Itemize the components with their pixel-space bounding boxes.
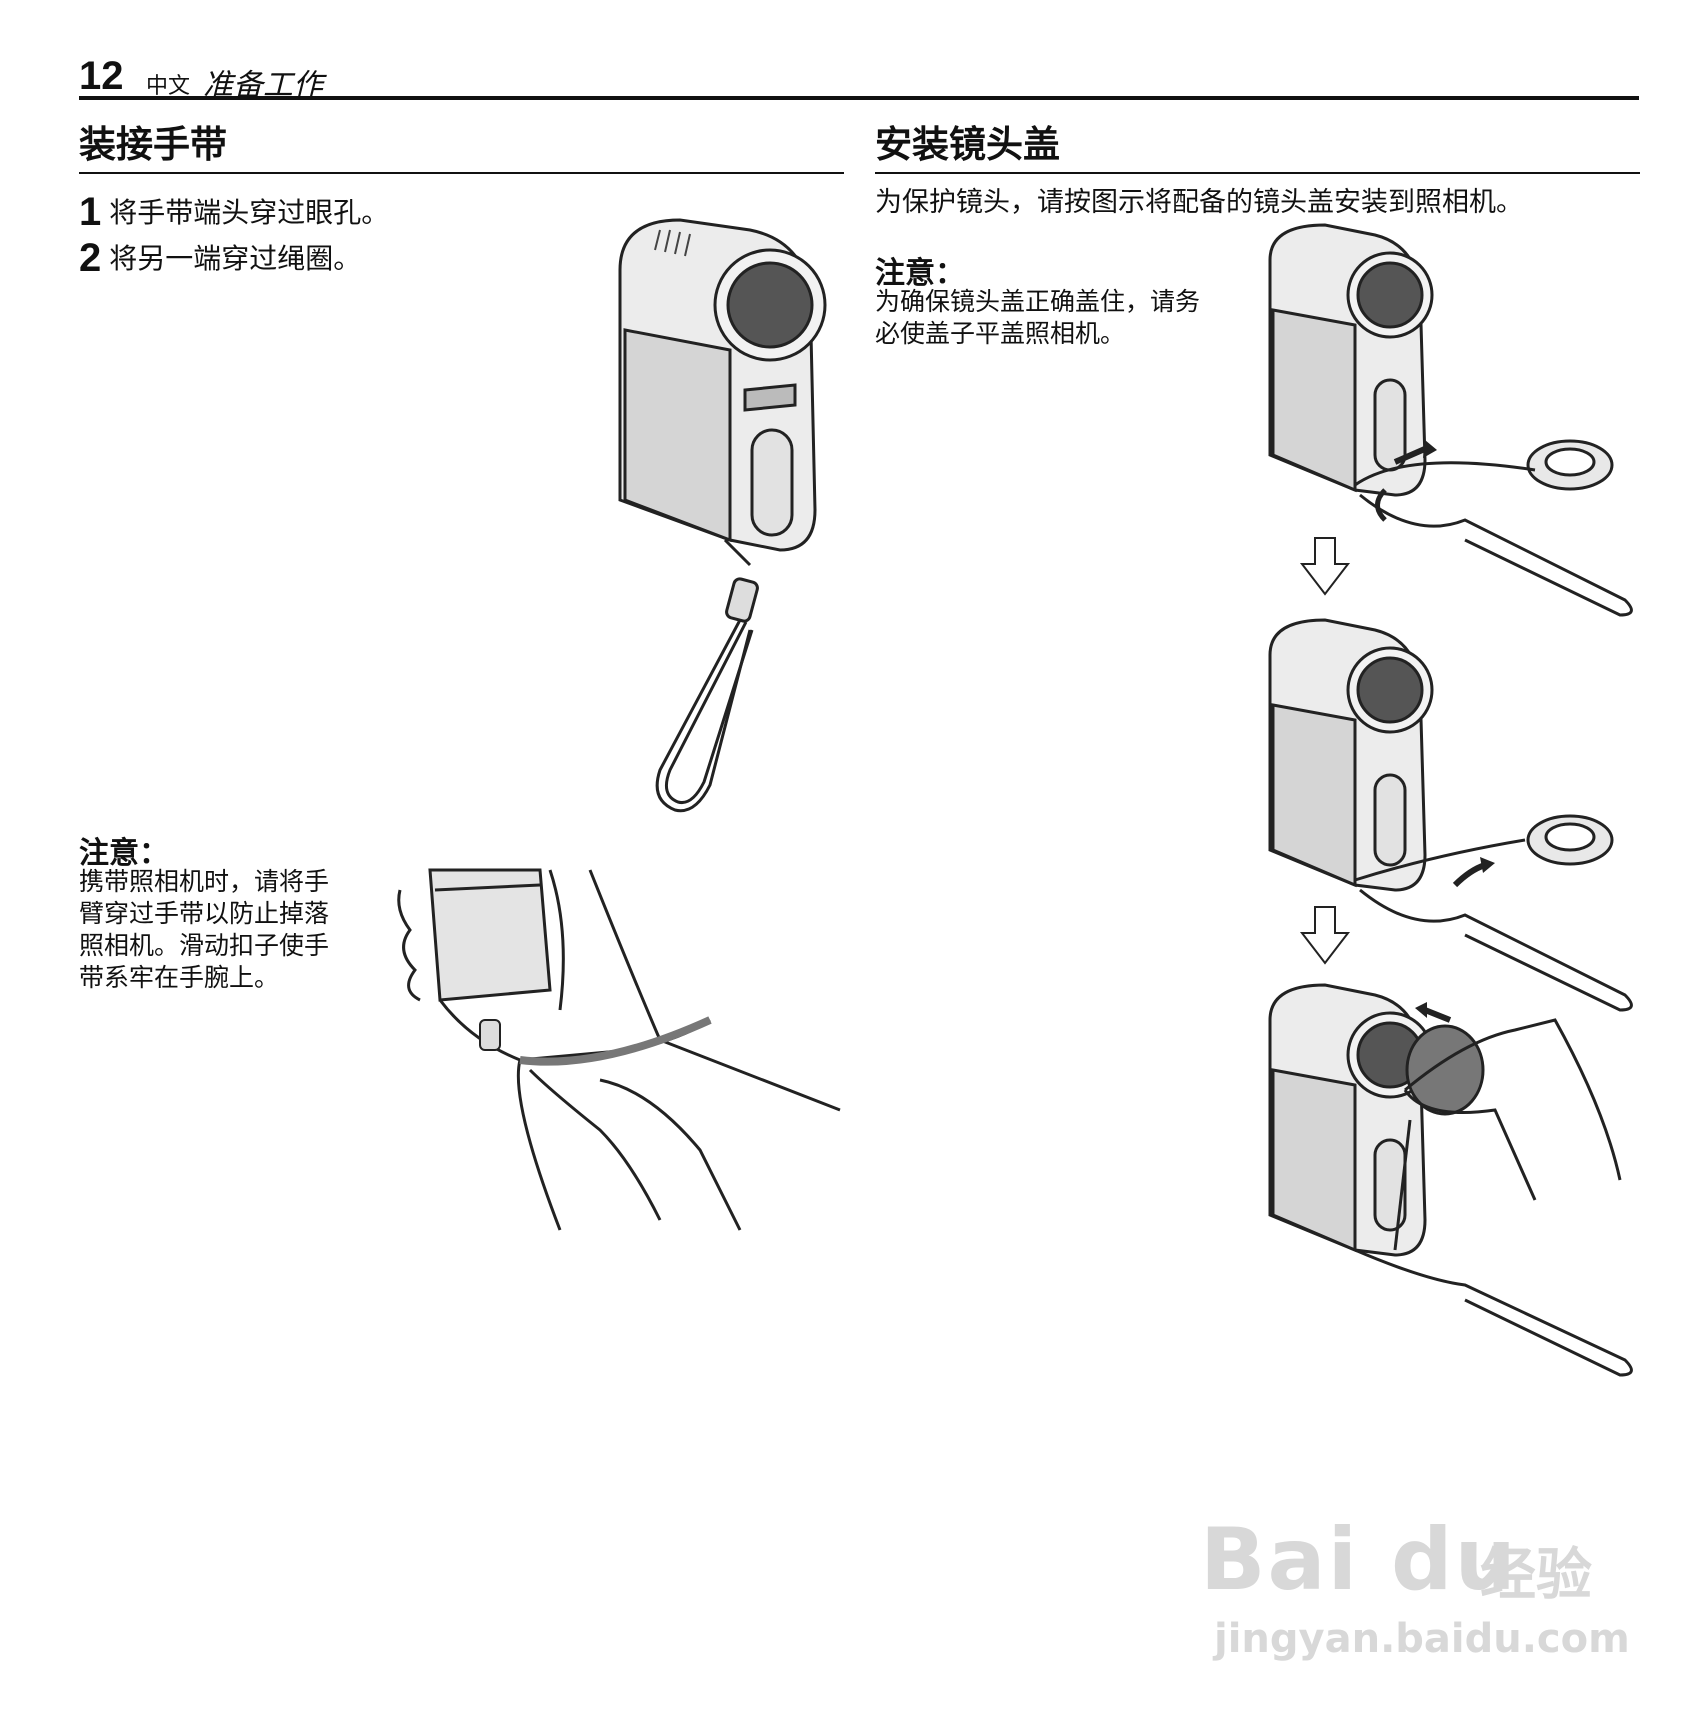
step-2-text: 将另一端穿过绳圈。: [109, 242, 362, 275]
lens-cap-note-body: 为确保镜头盖正确盖住，请务 必使盖子平盖照相机。: [875, 286, 1245, 350]
lens-cap-step-1-illustration: [1268, 223, 1633, 617]
page-number: 12: [79, 54, 124, 98]
watermark-url: jingyan.baidu.com: [1214, 1616, 1630, 1662]
strap-note-line: 照相机。滑动扣子使手: [79, 931, 330, 960]
lens-cap-step-2-illustration: [1268, 618, 1633, 1012]
lens-cap-note-line: 必使盖子平盖照相机。: [875, 319, 1126, 348]
lens-cap-note-title: 注意：: [875, 256, 965, 291]
wrist-strap-illustration: [397, 868, 841, 1231]
strap-section-title: 装接手带: [79, 124, 844, 174]
step-1-text: 将手带端头穿过眼孔。: [109, 196, 390, 229]
baidu-watermark: Bai du 经验 jingyan.baidu.com: [1200, 1470, 1630, 1670]
language-label: 中文: [146, 74, 191, 99]
step-1-number: 1: [79, 190, 102, 234]
strap-note-line: 臂穿过手带以防止掉落: [79, 899, 330, 928]
strap-note-title: 注意：: [79, 836, 169, 871]
lens-cap-intro: 为保护镜头，请按图示将配备的镜头盖安装到照相机。: [875, 187, 1523, 218]
lens-cap-note-line: 为确保镜头盖正确盖住，请务: [875, 287, 1201, 316]
strap-note-line: 带系牢在手腕上。: [79, 963, 280, 992]
watermark-brand: Bai du: [1200, 1510, 1518, 1610]
strap-note-line: 携带照相机时，请将手: [79, 867, 330, 896]
page-header: 12 中文 准备工作: [79, 50, 1639, 103]
camera-strap-illustration: [618, 218, 827, 813]
down-arrow-1: [1299, 537, 1351, 596]
down-arrow-2: [1299, 906, 1351, 965]
strap-note-body: 携带照相机时，请将手 臂穿过手带以防止掉落 照相机。滑动扣子使手 带系牢在手腕上…: [79, 866, 379, 994]
step-2-number: 2: [79, 236, 102, 280]
lens-cap-section-title: 安装镜头盖: [875, 124, 1640, 174]
watermark-brand-cn: 经验: [1480, 1543, 1592, 1608]
lens-cap-step-3-illustration: [1268, 983, 1633, 1377]
chapter-title: 准备工作: [203, 68, 323, 103]
